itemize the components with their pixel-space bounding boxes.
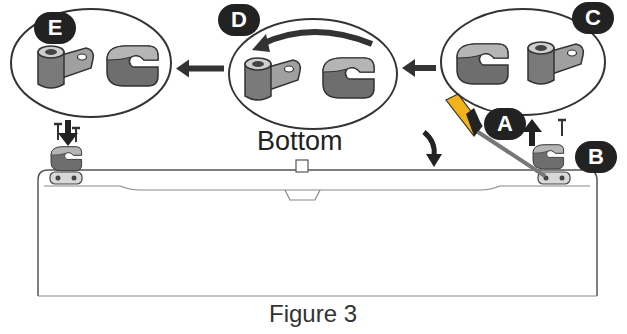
callout-letter: D [218, 4, 260, 36]
magnified-view: E [10, 8, 172, 118]
step-arrow [402, 59, 436, 77]
arrow-shaft [187, 66, 224, 72]
callout-letter: C [572, 2, 614, 34]
callout-letter: B [575, 141, 617, 173]
magnified-view: D [228, 18, 398, 130]
arrow-shaft [413, 65, 436, 71]
figure-caption: Figure 3 [269, 300, 357, 328]
step-arrow [176, 60, 224, 78]
arrow-head [402, 59, 415, 77]
view-label: Bottom [257, 126, 343, 157]
arrow-head [176, 60, 189, 78]
magnified-view: C [440, 8, 606, 116]
callout-badge: A [484, 108, 516, 140]
callout-badge: B [575, 141, 607, 173]
view-outline [228, 18, 398, 130]
callout-letter: E [34, 12, 76, 44]
callout-letter: A [484, 108, 526, 140]
